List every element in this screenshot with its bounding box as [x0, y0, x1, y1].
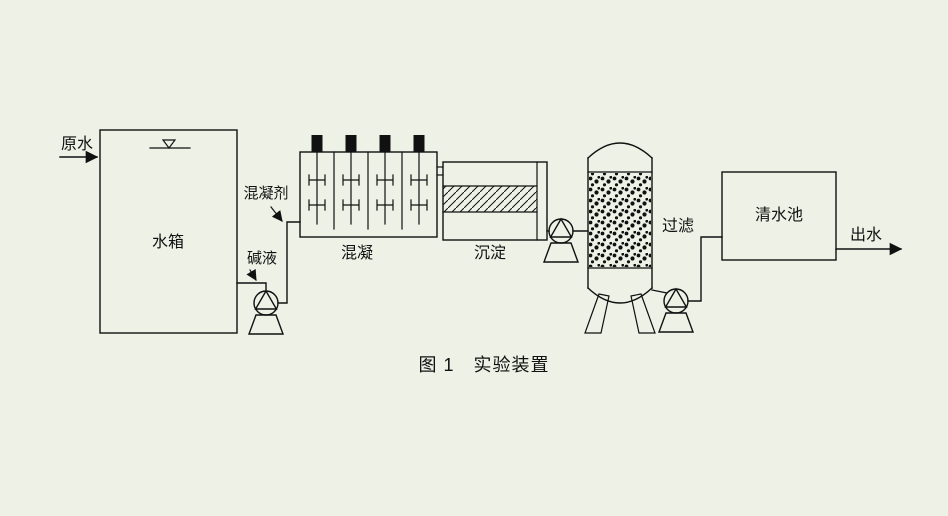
water-tank: 水箱 [99, 129, 238, 334]
coagulation-label: 混凝 [341, 244, 373, 262]
coagulant-label: 混凝剂 [243, 185, 288, 202]
coagulant-dosing-arrow [270, 206, 283, 222]
tank-outlet-pipe [236, 282, 267, 292]
stirrer [410, 134, 428, 225]
water-tank-body [99, 129, 238, 334]
clean-water-pool: 清水池 [721, 171, 837, 261]
sedimentation-label: 沉淀 [474, 244, 506, 262]
filter-outlet-pipe [651, 289, 668, 294]
clean-water-pool-body [721, 171, 837, 261]
raw-water-label: 原水 [61, 135, 93, 153]
coagulation-to-sedimentation-channel [436, 166, 444, 176]
pump-3 [658, 288, 694, 333]
stirrer [308, 134, 326, 225]
effluent-label: 出水 [850, 226, 882, 244]
filter-top-dome [587, 142, 653, 159]
coagulation-tank: 混凝 [299, 134, 438, 262]
stirrer [342, 134, 360, 225]
stirrer [376, 134, 394, 225]
filter-column: 过滤 [584, 142, 694, 334]
sedimentation-tank: 沉淀 [442, 161, 548, 262]
pump3-to-clean-pool-pipe [687, 236, 723, 302]
filter-bottom-dome [587, 287, 653, 304]
inclined-plate-zone [443, 186, 537, 212]
figure-caption: 图 1 实验装置 [418, 355, 549, 375]
pump-1 [248, 290, 284, 335]
raw-water-inlet: 原水 [59, 135, 99, 164]
water-tank-label: 水箱 [152, 233, 184, 251]
water-level-icon [161, 139, 177, 149]
pump-2 [543, 218, 579, 263]
filter-left-leg [584, 293, 610, 334]
filter-media [589, 173, 651, 267]
pump1-to-coagulation-pipe [277, 221, 301, 304]
filter-right-leg [630, 293, 656, 334]
alkali-dosing: 碱液 [246, 250, 277, 281]
alkali-label: 碱液 [247, 250, 277, 267]
clean-water-pool-label: 清水池 [755, 206, 803, 224]
filtration-label: 过滤 [662, 217, 694, 235]
coagulant-dosing: 混凝剂 [243, 185, 289, 222]
alkali-dosing-arrow [246, 268, 257, 281]
effluent-outlet: 出水 [835, 226, 903, 256]
